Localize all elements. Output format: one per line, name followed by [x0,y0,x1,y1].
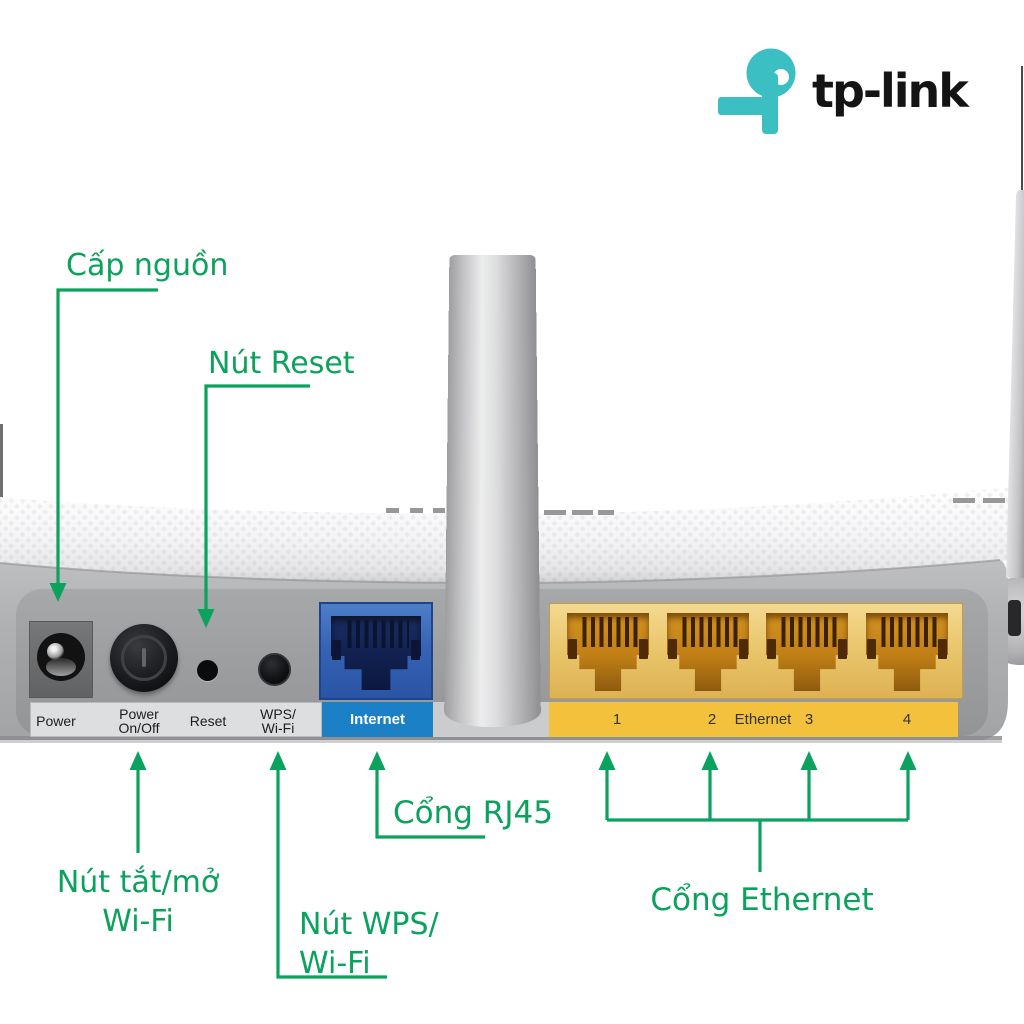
annotation-rj45-port: Cổng RJ45 [393,794,553,833]
annotation-wifi-toggle: Nút tắt/mởWi-Fi [57,863,219,941]
annotation-power-supply: Cấp nguồn [66,246,228,285]
annotation-reset-button: Nút Reset [208,344,355,383]
tp-link-logo-icon [706,42,806,142]
annotation-ethernet-ports: Cổng Ethernet [650,881,873,920]
annotation-wps-button: Nút WPS/Wi-Fi [299,905,439,983]
tp-link-logo-text: tp-link [812,64,967,118]
